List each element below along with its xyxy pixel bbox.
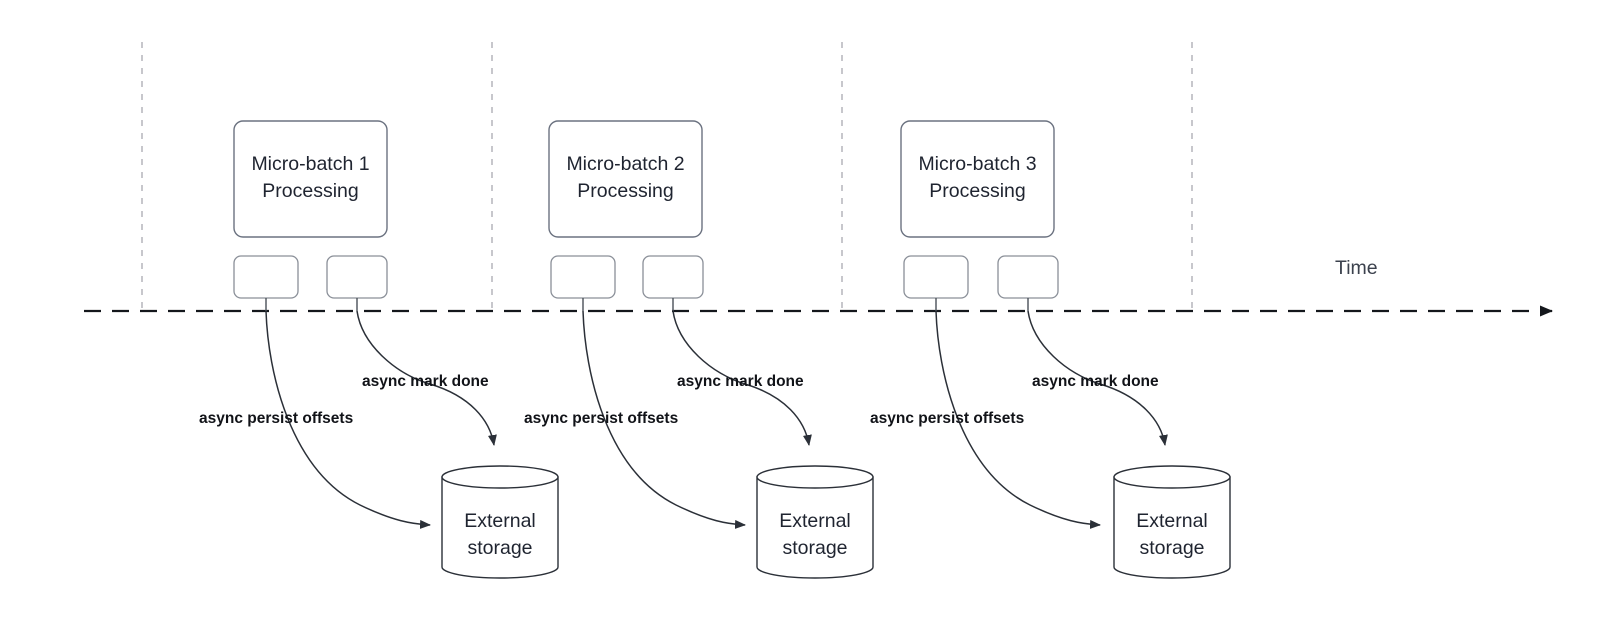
external-storage-label-2-line1: External <box>779 510 851 532</box>
process-box-3-line1: Micro-batch 3 <box>918 153 1036 175</box>
micro-batch-group-3: Micro-batch 3 Processing async persist o… <box>870 120 1231 579</box>
mark-done-arrow-2 <box>672 310 812 446</box>
process-box-2[interactable] <box>548 120 703 238</box>
external-storage-cylinder-3[interactable] <box>1113 465 1231 579</box>
mark-done-label-3: async mark done <box>1032 373 1159 390</box>
persist-offsets-label-2: async persist offsets <box>524 410 678 427</box>
time-axis-label: Time <box>1335 257 1378 279</box>
vertical-guides <box>141 42 1193 313</box>
mark-task-box-1[interactable] <box>326 255 388 299</box>
micro-batch-group-2: Micro-batch 2 Processing async persist o… <box>524 120 874 579</box>
mark-done-arrow-3 <box>1027 310 1168 446</box>
process-box-3-line2: Processing <box>929 180 1025 202</box>
persist-offsets-arrow-3 <box>935 310 1101 529</box>
mark-task-box-3[interactable] <box>997 255 1059 299</box>
persist-task-box-3[interactable] <box>903 255 969 299</box>
external-storage-label-1-line2: storage <box>467 537 532 559</box>
micro-batch-group-1: Micro-batch 1 Processing async persist o… <box>199 120 559 579</box>
mark-done-label-1: async mark done <box>362 373 489 390</box>
mark-task-box-2[interactable] <box>642 255 704 299</box>
process-box-1[interactable] <box>233 120 388 238</box>
persist-task-box-2[interactable] <box>550 255 616 299</box>
external-storage-label-1-line1: External <box>464 510 536 532</box>
persist-offsets-arrow-2 <box>582 310 746 529</box>
external-storage-label-3-line2: storage <box>1139 537 1204 559</box>
external-storage-cylinder-1[interactable] <box>441 465 559 579</box>
external-storage-label-3-line1: External <box>1136 510 1208 532</box>
external-storage-cylinder-2[interactable] <box>756 465 874 579</box>
process-box-2-line2: Processing <box>577 180 673 202</box>
mark-done-label-2: async mark done <box>677 373 804 390</box>
persist-offsets-arrow-1 <box>265 310 431 529</box>
process-box-1-line2: Processing <box>262 180 358 202</box>
process-box-3[interactable] <box>900 120 1055 238</box>
mark-done-arrow-1 <box>356 310 497 446</box>
persist-offsets-label-3: async persist offsets <box>870 410 1024 427</box>
persist-offsets-label-1: async persist offsets <box>199 410 353 427</box>
process-box-1-line1: Micro-batch 1 <box>251 153 369 175</box>
process-box-2-line1: Micro-batch 2 <box>566 153 684 175</box>
persist-task-box-1[interactable] <box>233 255 299 299</box>
external-storage-label-2-line2: storage <box>782 537 847 559</box>
